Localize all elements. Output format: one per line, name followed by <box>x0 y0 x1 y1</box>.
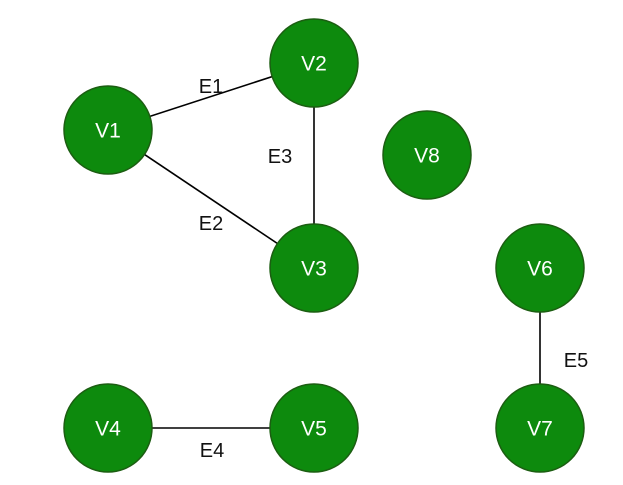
edge-label-e5: E5 <box>564 350 588 372</box>
edge-label-e3: E3 <box>268 146 292 168</box>
node-label-v7: V7 <box>527 418 553 441</box>
node-circle-v6 <box>495 223 585 313</box>
node-label-v4: V4 <box>95 418 121 441</box>
node-label-v6: V6 <box>527 258 553 281</box>
edge-label-e1: E1 <box>199 76 223 98</box>
node-label-v8: V8 <box>414 145 440 168</box>
node-label-v1: V1 <box>95 120 121 143</box>
node-v7: V7 <box>495 383 585 473</box>
node-v2: V2 <box>269 18 359 108</box>
node-circle-v3 <box>269 223 359 313</box>
node-circle-v1 <box>63 85 153 175</box>
node-circle-v8 <box>382 110 472 200</box>
node-circle-v7 <box>495 383 585 473</box>
node-circle-v2 <box>269 18 359 108</box>
node-label-v5: V5 <box>301 418 327 441</box>
node-circle-v5 <box>269 383 359 473</box>
node-v8: V8 <box>382 110 472 200</box>
edge-label-e2: E2 <box>199 213 223 235</box>
node-v1: V1 <box>63 85 153 175</box>
node-v5: V5 <box>269 383 359 473</box>
node-v6: V6 <box>495 223 585 313</box>
node-v3: V3 <box>269 223 359 313</box>
node-label-v2: V2 <box>301 53 327 76</box>
node-v4: V4 <box>63 383 153 473</box>
node-label-v3: V3 <box>301 258 327 281</box>
edge-label-e4: E4 <box>200 440 224 462</box>
node-circle-v4 <box>63 383 153 473</box>
